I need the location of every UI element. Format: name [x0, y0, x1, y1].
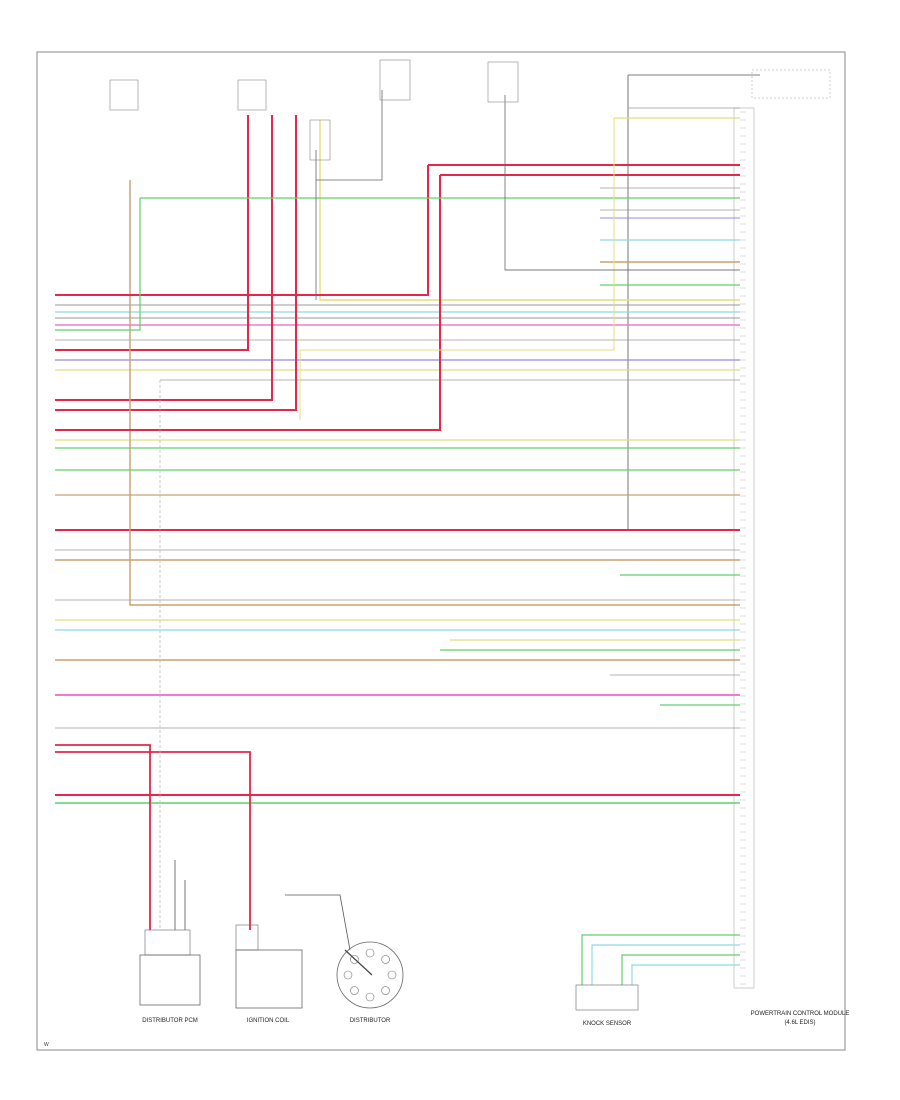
- wire-ks-blue: [591, 944, 740, 985]
- wire-ks-green: [581, 934, 740, 985]
- wire-ks-green-2: [621, 954, 740, 985]
- distributor-rotor: [344, 949, 373, 976]
- distributor-terminal: [381, 955, 390, 964]
- distributor-terminal: [365, 948, 375, 958]
- ignition-coil-label: IGNITION COIL: [247, 1018, 290, 1024]
- knock-sensor-label: KNOCK SENSOR: [583, 1021, 632, 1027]
- switch-box: [487, 61, 519, 103]
- dist-pcm-connector: [144, 929, 191, 956]
- distributor-body: [336, 941, 404, 1009]
- wire-red-1: [55, 115, 249, 351]
- wire-yellow-down: [299, 118, 615, 420]
- module-subtitle: (4.6L EDIS): [784, 1020, 815, 1026]
- pcm-connector: [733, 107, 755, 989]
- distributor-terminal: [350, 986, 359, 995]
- distributor-terminal: [350, 955, 359, 964]
- distributor-label: DISTRIBUTOR: [350, 1018, 391, 1024]
- distributor-terminal: [387, 970, 397, 980]
- pcm-connector-body: [733, 107, 755, 989]
- distributor-terminal: [381, 986, 390, 995]
- wire-ks-blue-2: [631, 964, 740, 985]
- wire-red-4: [55, 165, 429, 296]
- pcm-pin-ticks: [740, 111, 746, 985]
- ignition-coil-body: [235, 949, 303, 1009]
- wire-red-3: [55, 115, 297, 411]
- module-title: POWERTRAIN CONTROL MODULE: [751, 1011, 850, 1017]
- relay-box: [379, 59, 411, 101]
- dist-pcm-label: DISTRIBUTOR PCM: [142, 1018, 198, 1024]
- page-id: W: [44, 1042, 49, 1048]
- bottom-components: DISTRIBUTOR PCM IGNITION COIL DISTRIBUTO…: [139, 924, 639, 1027]
- top-vertical-wires: [55, 90, 740, 606]
- signal-return-line: [627, 75, 740, 531]
- wire-coil-dist: [285, 894, 351, 951]
- wire-red-6: [55, 175, 441, 431]
- pcm-module-outline: [751, 69, 831, 99]
- wire-black-mid: [316, 90, 383, 181]
- knock-sensor-connector: [575, 984, 639, 1011]
- distributor-terminal: [365, 992, 375, 1002]
- dist-pcm-body: [139, 954, 201, 1006]
- diagram-frame: [36, 51, 846, 1051]
- connector-c1: [309, 119, 331, 161]
- ignition-coil-connector: [235, 924, 259, 951]
- wire-red-bottom-1: [55, 744, 151, 930]
- top-components: [109, 59, 519, 161]
- fuse-block-2: [237, 79, 267, 111]
- distributor-terminal: [343, 970, 353, 980]
- bottom-vertical-wires: [55, 380, 740, 985]
- fuse-block-1: [109, 79, 139, 111]
- harness-wires: [55, 107, 740, 804]
- distributor-terminals: [343, 948, 397, 1002]
- wire-tan-1: [129, 180, 740, 606]
- wire-green-top: [55, 198, 141, 331]
- wire-black-mid-2: [504, 95, 740, 271]
- wire-red-bottom-2: [55, 751, 251, 930]
- wire-red-2: [55, 115, 273, 401]
